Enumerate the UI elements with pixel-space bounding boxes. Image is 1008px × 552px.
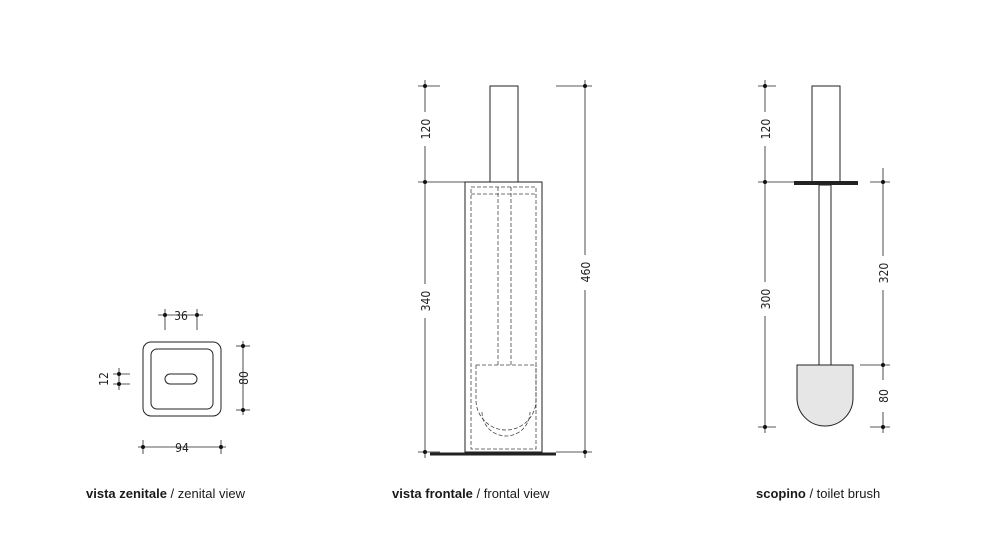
caption-brush-rest: / toilet brush — [805, 486, 881, 501]
toilet-brush-drawing: 120 300 320 80 — [758, 80, 891, 433]
slot — [164, 373, 198, 385]
caption-zenital-bold: vista zenitale — [86, 486, 167, 501]
zenital-view-drawing: 36 12 80 94 — [97, 309, 251, 455]
dim-brush-handle: 120 — [759, 119, 773, 140]
dim-height: 80 — [237, 371, 251, 385]
caption-frontal-view: vista frontale / frontal view — [392, 486, 550, 501]
holder-body — [464, 181, 543, 453]
brush-cap — [794, 181, 858, 185]
caption-toilet-brush: scopino / toilet brush — [756, 486, 880, 501]
dim-slot-width: 36 — [174, 309, 188, 323]
dim-front-body: 340 — [419, 291, 433, 312]
brush-head — [796, 364, 854, 427]
caption-zenital-view: vista zenitale / zenital view — [86, 486, 245, 501]
frontal-view-drawing: 120 340 460 — [418, 80, 593, 458]
dim-brush-head: 80 — [877, 389, 891, 403]
dim-front-top: 120 — [419, 119, 433, 140]
brush-stem — [818, 184, 832, 366]
dim-brush-shaft: 320 — [877, 263, 891, 284]
caption-frontal-bold: vista frontale — [392, 486, 473, 501]
brush-handle — [811, 85, 841, 183]
caption-frontal-rest: / frontal view — [472, 486, 550, 501]
dim-brush-stem: 300 — [759, 289, 773, 310]
caption-brush-bold: scopino — [756, 486, 806, 501]
dim-front-total: 460 — [579, 262, 593, 283]
dim-width: 94 — [175, 441, 189, 455]
dim-slot-height: 12 — [97, 372, 111, 386]
caption-zenital-rest: / zenital view — [166, 486, 245, 501]
handle-top — [489, 85, 519, 183]
outer-square — [142, 341, 222, 417]
inner-square — [150, 348, 214, 410]
